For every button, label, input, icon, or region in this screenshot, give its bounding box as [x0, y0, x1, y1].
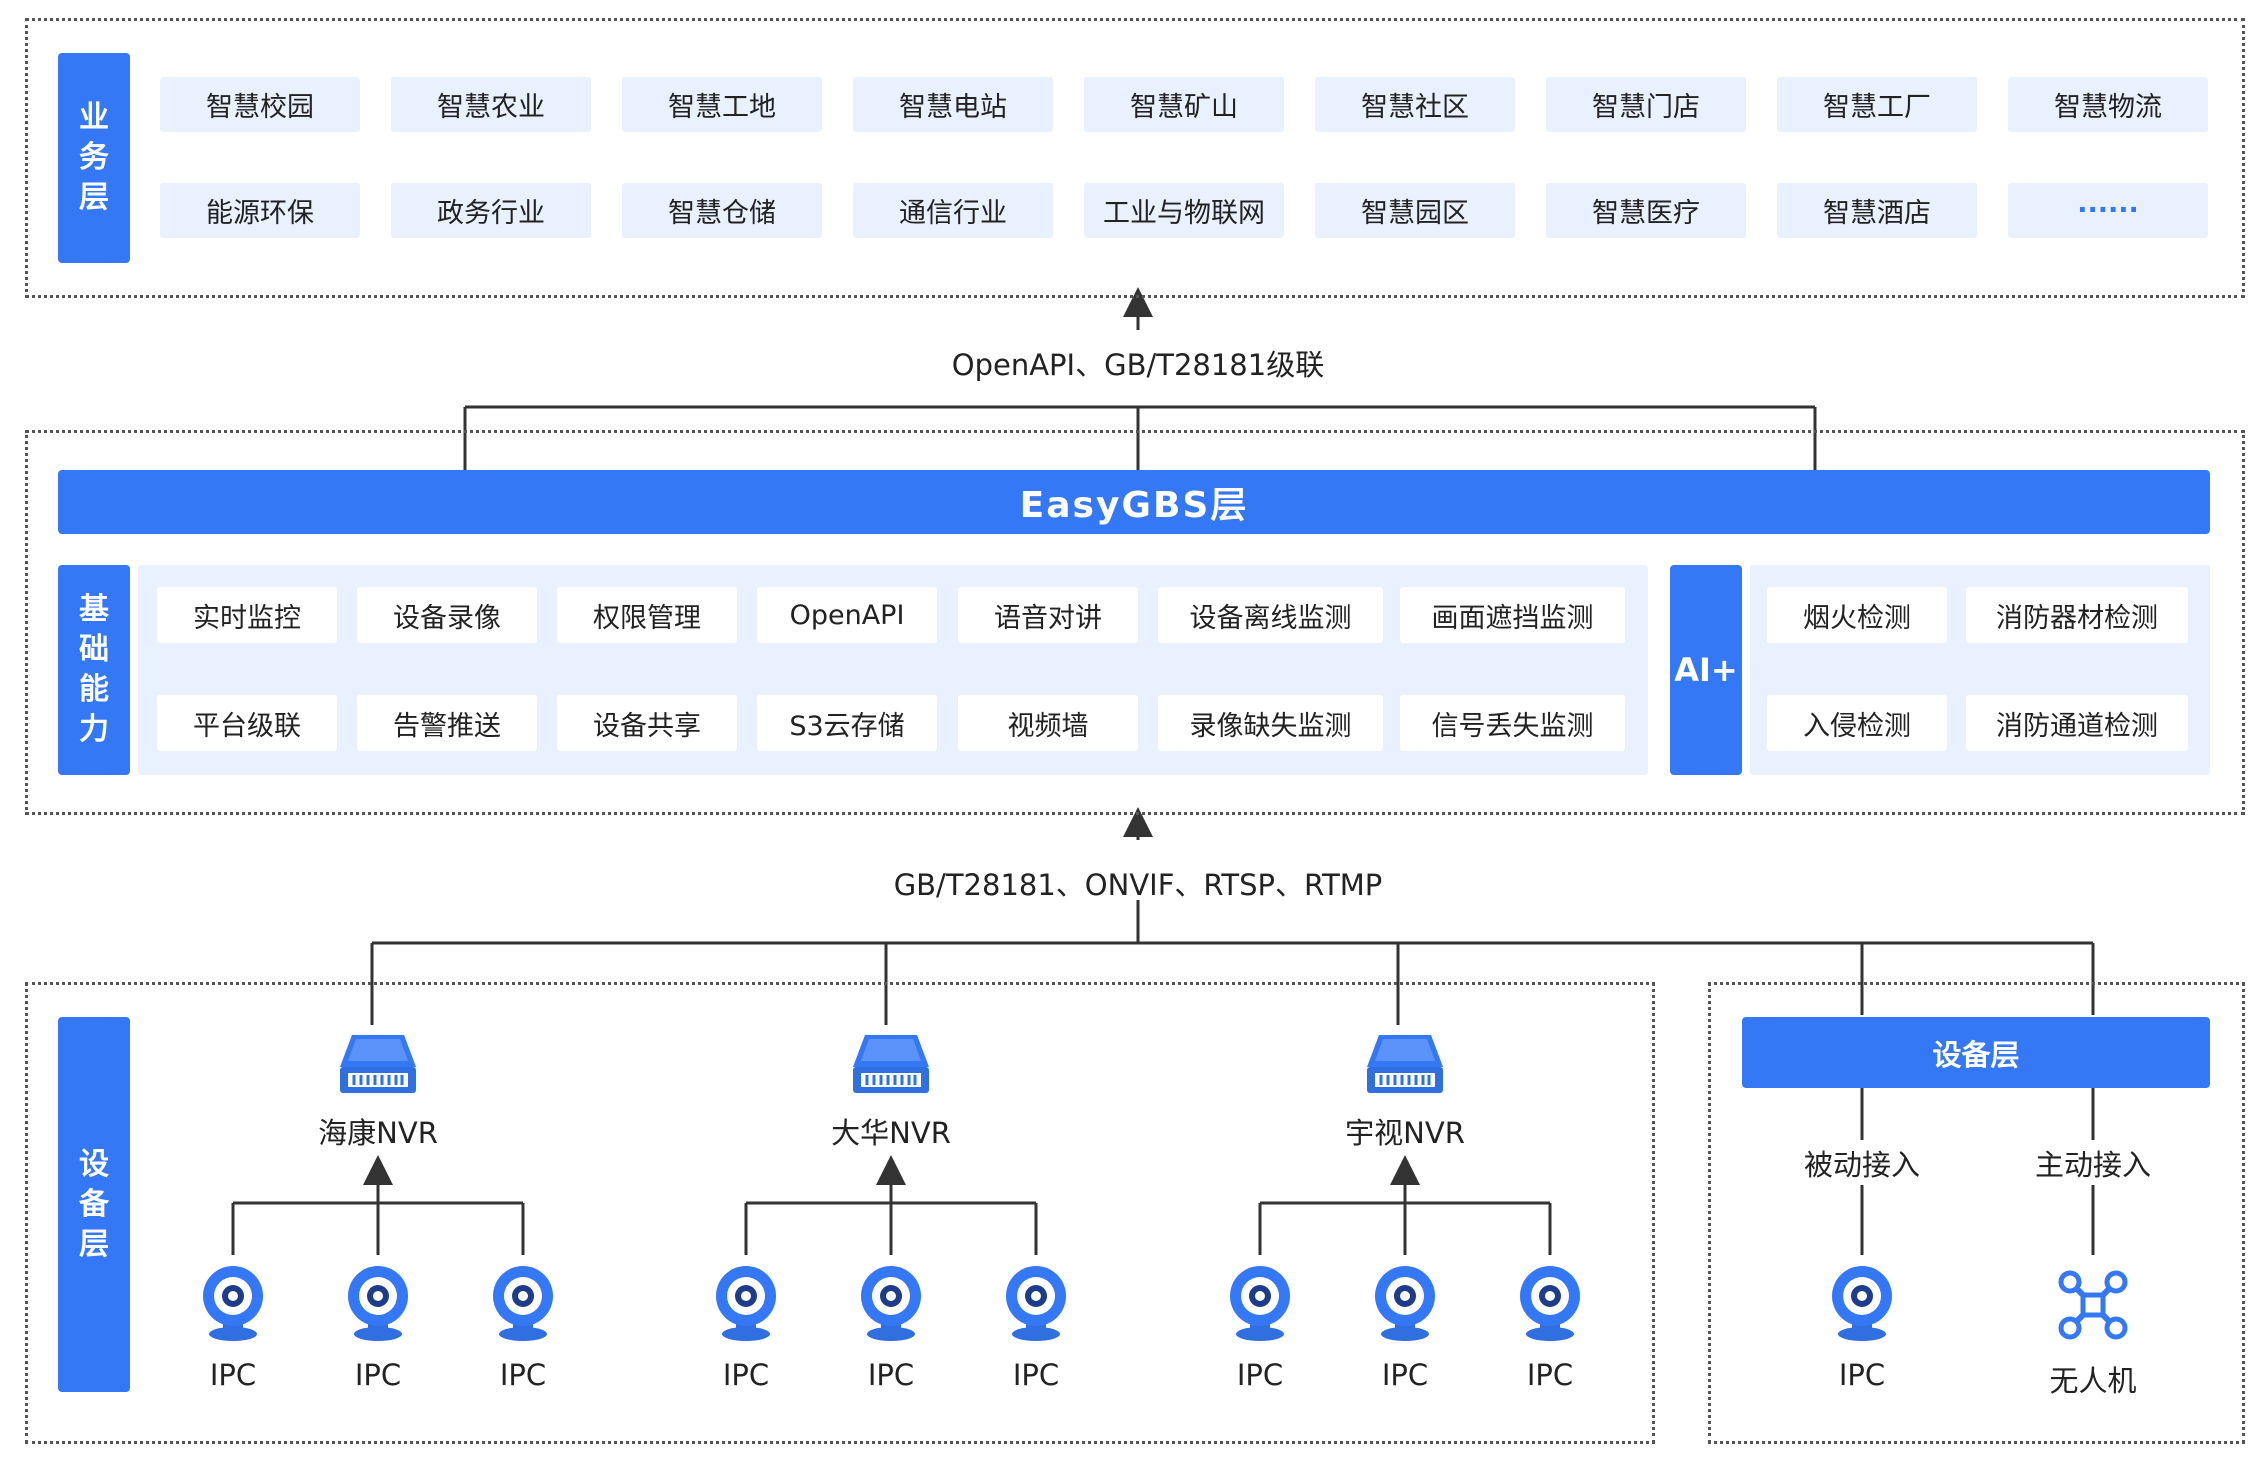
business-tile: 智慧电站 — [853, 77, 1053, 132]
business-tile: 智慧医疗 — [1546, 183, 1746, 238]
ipc-label: IPC — [722, 1358, 770, 1392]
ipc-label: IPC — [209, 1358, 257, 1392]
easygbs-title-bar: EasyGBS层 — [58, 470, 2210, 534]
business-layer-box — [25, 18, 2245, 298]
active-access-label: 主动接入 — [2034, 1148, 2151, 1182]
ability-tile: S3云存储 — [757, 695, 937, 751]
passive-access-label: 被动接入 — [1803, 1148, 1920, 1182]
camera-icon — [714, 1262, 778, 1342]
business-tile: 智慧园区 — [1315, 183, 1515, 238]
ability-tile: 告警推送 — [357, 695, 537, 751]
ability-tile: 平台级联 — [157, 695, 337, 751]
ipc-label: IPC — [1236, 1358, 1284, 1392]
business-tile: 通信行业 — [853, 183, 1053, 238]
ai-tile: 消防通道检测 — [1966, 695, 2188, 751]
ability-tile: 实时监控 — [157, 587, 337, 643]
ability-tile: 语音对讲 — [958, 587, 1138, 643]
ability-tile: 录像缺失监测 — [1158, 695, 1383, 751]
ipc-label: IPC — [867, 1358, 915, 1392]
nvr-label: 海康NVR — [318, 1116, 438, 1150]
business-tile: 能源环保 — [160, 183, 360, 238]
nvr-icon — [851, 1033, 931, 1095]
camera-icon — [1004, 1262, 1068, 1342]
camera-icon — [201, 1262, 265, 1342]
ability-tile: 画面遮挡监测 — [1400, 587, 1625, 643]
drone-icon — [2058, 1270, 2128, 1340]
ipc-label: IPC — [1381, 1358, 1429, 1392]
camera-icon — [491, 1262, 555, 1342]
business-tile: 智慧物流 — [2008, 77, 2208, 132]
camera-icon — [1518, 1262, 1582, 1342]
protocol-label-bottom: GB/T28181、ONVIF、RTSP、RTMP — [893, 868, 1383, 902]
camera-icon — [1228, 1262, 1292, 1342]
active-device-label: 无人机 — [2049, 1364, 2137, 1398]
business-tile: 智慧矿山 — [1084, 77, 1284, 132]
nvr-label: 大华NVR — [831, 1116, 951, 1150]
ability-tile: 设备录像 — [357, 587, 537, 643]
nvr-icon — [338, 1033, 418, 1095]
device-layer-label: 设备层 — [58, 1017, 130, 1392]
ability-tile: 设备共享 — [557, 695, 737, 751]
ai-tile: 消防器材检测 — [1966, 587, 2188, 643]
ipc-label: IPC — [354, 1358, 402, 1392]
business-tile: 智慧农业 — [391, 77, 591, 132]
device-layer-right-title: 设备层 — [1742, 1017, 2210, 1088]
protocol-label-top: OpenAPI、GB/T28181级联 — [951, 348, 1325, 382]
ipc-label: IPC — [499, 1358, 547, 1392]
easygbs-layer-box — [25, 430, 2245, 815]
camera-icon — [859, 1262, 923, 1342]
business-tile: ······ — [2008, 183, 2208, 238]
ability-tile: 视频墙 — [958, 695, 1138, 751]
ability-tile: 权限管理 — [557, 587, 737, 643]
business-tile: 智慧酒店 — [1777, 183, 1977, 238]
business-tile: 工业与物联网 — [1084, 183, 1284, 238]
business-tile: 政务行业 — [391, 183, 591, 238]
device-layer-right-box — [1708, 982, 2245, 1444]
basic-ability-label: 基础能力 — [58, 565, 130, 775]
business-layer-label: 业务层 — [58, 53, 130, 263]
ai-tile: 烟火检测 — [1767, 587, 1947, 643]
ai-label: AI+ — [1670, 565, 1742, 775]
camera-icon — [1373, 1262, 1437, 1342]
nvr-label: 宇视NVR — [1345, 1116, 1465, 1150]
camera-icon — [1830, 1262, 1894, 1342]
nvr-icon — [1365, 1033, 1445, 1095]
ability-tile: 信号丢失监测 — [1400, 695, 1625, 751]
business-tile: 智慧工地 — [622, 77, 822, 132]
passive-device-label: IPC — [1838, 1358, 1886, 1392]
ipc-label: IPC — [1012, 1358, 1060, 1392]
business-tile: 智慧仓储 — [622, 183, 822, 238]
ipc-label: IPC — [1526, 1358, 1574, 1392]
ai-tile: 入侵检测 — [1767, 695, 1947, 751]
business-tile: 智慧社区 — [1315, 77, 1515, 132]
business-tile: 智慧校园 — [160, 77, 360, 132]
camera-icon — [346, 1262, 410, 1342]
business-tile: 智慧门店 — [1546, 77, 1746, 132]
device-layer-box — [25, 982, 1655, 1444]
business-tile: 智慧工厂 — [1777, 77, 1977, 132]
ability-tile: OpenAPI — [757, 587, 937, 643]
ability-tile: 设备离线监测 — [1158, 587, 1383, 643]
